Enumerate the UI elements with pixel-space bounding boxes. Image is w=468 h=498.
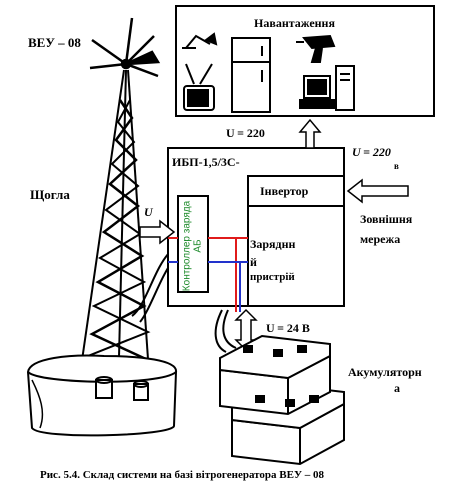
ups-box xyxy=(167,147,345,312)
u-grid-suffix: в xyxy=(394,161,399,171)
u-grid-label: U = 220 xyxy=(352,145,391,159)
lattice-tower xyxy=(77,69,152,399)
battery-icon xyxy=(214,309,345,466)
controller-label: Контроллер заряда АБ xyxy=(181,200,204,292)
veu-label: ВЕУ – 08 xyxy=(28,35,81,50)
tower-base xyxy=(26,354,177,437)
grid-label-2: мережа xyxy=(360,232,401,246)
figure-caption: Рис. 5.4. Склад системи на базі вітроген… xyxy=(40,469,325,481)
loads-box xyxy=(175,5,435,117)
arrow-right-icon xyxy=(139,219,176,245)
battery-label-1: Акумуляторн xyxy=(348,365,422,379)
tv-icon xyxy=(183,63,215,111)
mast-label: Щогла xyxy=(30,187,70,202)
u-wind-label: U xyxy=(144,205,153,219)
wind-turbine xyxy=(26,17,181,437)
loads-title: Навантаження xyxy=(254,16,335,30)
fridge-icon xyxy=(231,37,271,113)
battery-label-2: а xyxy=(394,381,400,395)
u-load-label: U = 220 xyxy=(226,126,265,140)
grid-label-1: Зовнішня xyxy=(360,212,413,226)
arrow-left-icon xyxy=(346,178,409,204)
arrows xyxy=(139,118,409,352)
charger-label-2: й xyxy=(250,255,257,269)
desk-lamp-icon xyxy=(182,32,218,49)
drill-icon xyxy=(296,34,336,63)
inverter-label: Інвертор xyxy=(260,184,309,198)
ups-title: ИБП-1,5/3С- xyxy=(172,155,240,169)
u-battery-label: U = 24 В xyxy=(266,321,310,335)
computer-icon xyxy=(299,65,355,111)
charger-label-1: Заряднн xyxy=(250,237,296,251)
rotor-blades-icon xyxy=(89,17,161,78)
charger-label-3: пристрій xyxy=(250,271,295,283)
arrow-up-icon xyxy=(298,118,322,149)
